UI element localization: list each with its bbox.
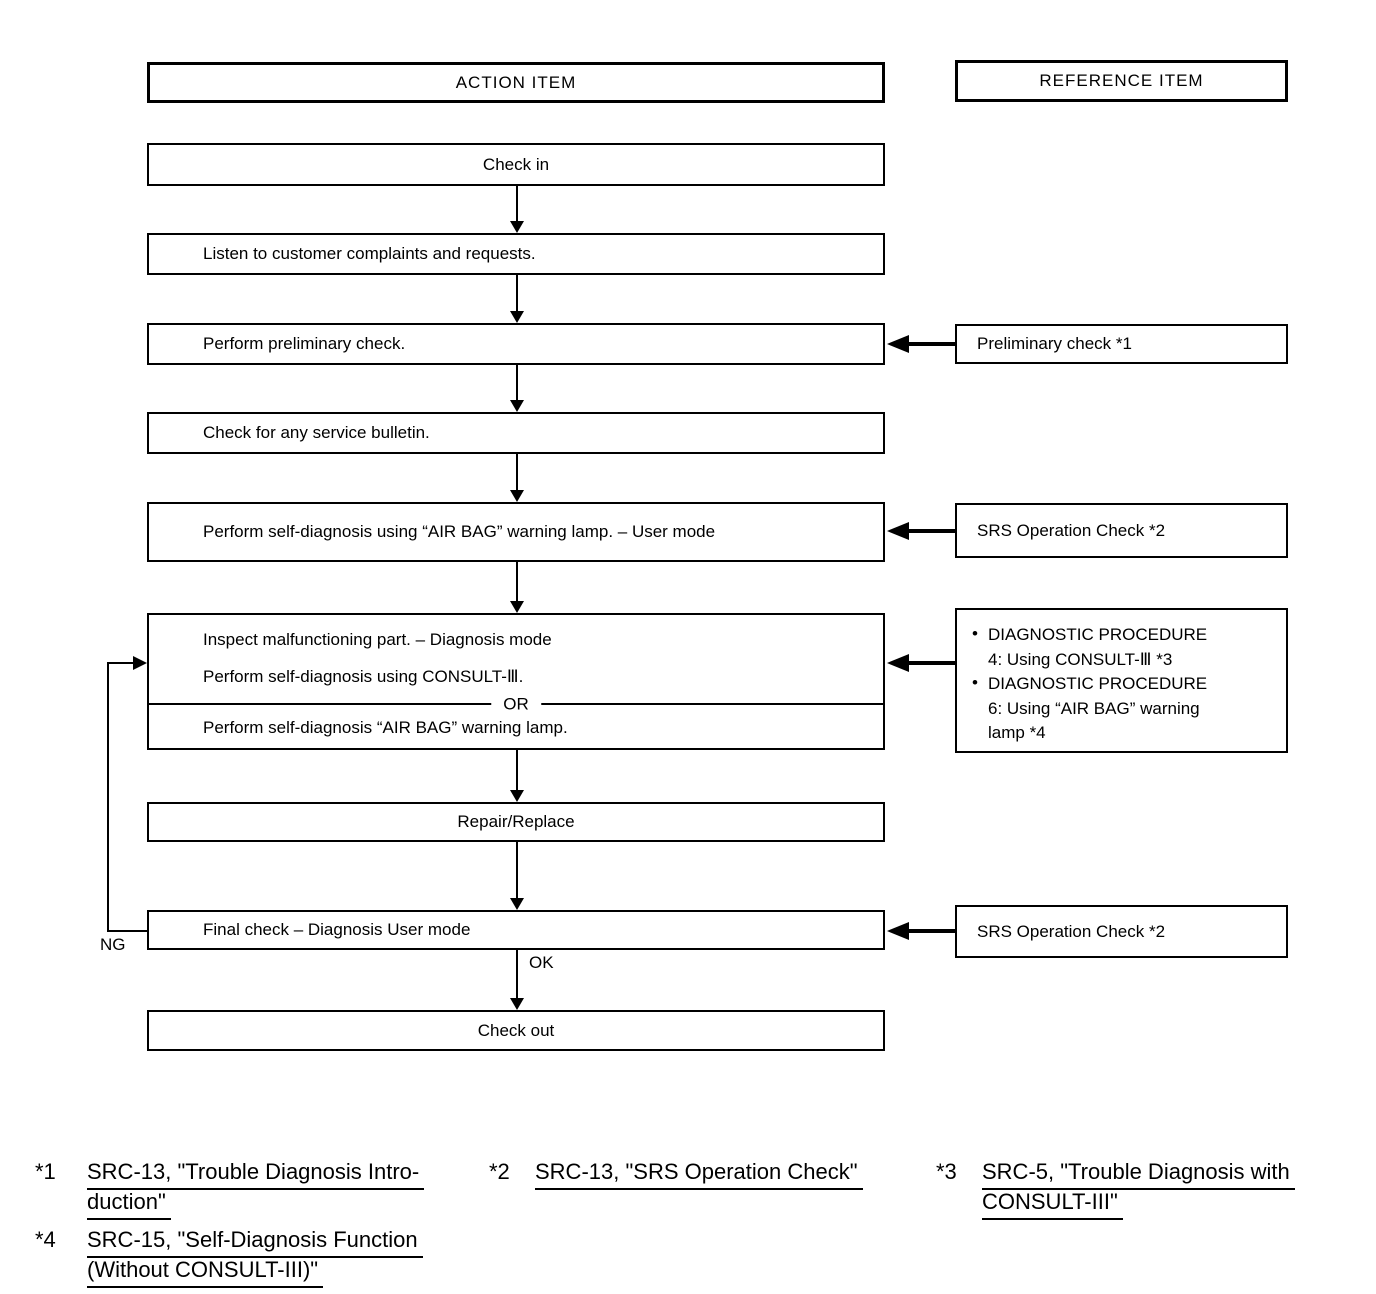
arrow-ref-srs-1 [887,522,955,540]
inspect-line-1: Inspect malfunctioning part. – Diagnosis… [203,630,552,649]
diagnostic-item-2-line-1: • DIAGNOSTIC PROCEDURE [957,672,1286,697]
bullet-icon: • [972,624,978,643]
step-self-diagnosis-user-mode: Perform self-diagnosis using “AIR BAG” w… [147,502,885,562]
ref-preliminary-check-label: Preliminary check *1 [977,334,1132,354]
ref-srs-operation-check-2: SRS Operation Check *2 [955,905,1288,958]
action-item-header: ACTION ITEM [147,62,885,103]
arrow-ref-preliminary [887,335,955,353]
step-check-out-label: Check out [477,1020,555,1040]
arrow-finalcheck-to-checkout [510,950,524,1010]
step-inspect-malfunctioning-part: Inspect malfunctioning part. – Diagnosis… [147,613,885,750]
step-preliminary-check: Perform preliminary check. [147,323,885,365]
arrow-selfdiag-to-inspect [510,562,524,613]
ng-branch-label: NG [100,935,126,955]
diagnostic-item-2-title: DIAGNOSTIC PROCEDURE [988,674,1208,693]
step-service-bulletin-label: Check for any service bulletin. [203,423,430,443]
diagnostic-item-2-line-3: lamp *4 [988,723,1046,742]
footnote-3-marker: *3 [936,1159,957,1184]
arrow-inspect-to-repair [510,750,524,802]
step-preliminary-check-label: Perform preliminary check. [203,334,406,354]
step-check-in-label: Check in [482,154,550,174]
inspect-line-3: Perform self-diagnosis “AIR BAG” warning… [203,718,568,737]
footnote-4-line-2[interactable]: (Without CONSULT-III)" [87,1255,324,1288]
arrow-listen-to-preliminary [510,275,524,323]
ref-preliminary-check: Preliminary check *1 [955,324,1288,364]
diagnostic-item-1-line-2: 4: Using CONSULT-Ⅲ *3 [988,649,1173,669]
footnote-3-line-1[interactable]: SRC-5, "Trouble Diagnosis with [982,1157,1295,1190]
ok-branch-label: OK [529,953,554,973]
footnote-1-line-2[interactable]: duction" [87,1187,171,1220]
footnote-1-marker: *1 [35,1159,56,1184]
diagnostic-item-2-line-2: 6: Using “AIR BAG” warning [988,698,1200,718]
ref-srs-operation-check-1: SRS Operation Check *2 [955,503,1288,558]
or-label: OR [491,693,541,715]
inspect-line-2: Perform self-diagnosis using CONSULT-Ⅲ. [203,667,524,686]
step-repair-replace-label: Repair/Replace [457,812,575,832]
reference-item-header-label: REFERENCE ITEM [1039,71,1204,91]
step-service-bulletin: Check for any service bulletin. [147,412,885,454]
reference-item-header: REFERENCE ITEM [955,60,1288,102]
footnote-4-marker: *4 [35,1227,56,1252]
step-repair-replace: Repair/Replace [147,802,885,842]
step-check-out: Check out [147,1010,885,1051]
arrow-ref-srs-2 [887,922,955,940]
footnote-3-line-2[interactable]: CONSULT-III" [982,1187,1123,1220]
step-final-check-label: Final check – Diagnosis User mode [203,920,471,940]
ng-loop-connector [107,656,148,932]
step-self-diagnosis-user-mode-label: Perform self-diagnosis using “AIR BAG” w… [203,522,716,542]
ref-srs-operation-check-1-label: SRS Operation Check *2 [977,520,1166,540]
step-final-check: Final check – Diagnosis User mode [147,910,885,950]
footnote-4-link[interactable]: SRC-15, "Self-Diagnosis Function (Withou… [87,1225,423,1288]
arrow-repair-to-finalcheck [510,842,524,910]
arrow-bulletin-to-selfdiag [510,454,524,502]
ref-diagnostic-procedures: • DIAGNOSTIC PROCEDURE 4: Using CONSULT-… [955,608,1288,753]
footnote-3-link[interactable]: SRC-5, "Trouble Diagnosis with CONSULT-I… [982,1157,1295,1220]
footnote-4-line-1[interactable]: SRC-15, "Self-Diagnosis Function [87,1225,423,1258]
footnote-1-line-1[interactable]: SRC-13, "Trouble Diagnosis Intro- [87,1157,425,1190]
action-item-header-label: ACTION ITEM [455,72,577,92]
footnote-1-link[interactable]: SRC-13, "Trouble Diagnosis Intro- ductio… [87,1157,425,1220]
step-listen-complaints: Listen to customer complaints and reques… [147,233,885,275]
footnote-2-link[interactable]: SRC-13, "SRS Operation Check" [535,1157,863,1190]
arrow-ref-diagnostic [887,654,955,672]
step-listen-complaints-label: Listen to customer complaints and reques… [203,244,536,264]
step-check-in: Check in [147,143,885,186]
diagnostic-item-1-title: DIAGNOSTIC PROCEDURE [988,625,1208,644]
footnote-2-line-1[interactable]: SRC-13, "SRS Operation Check" [535,1157,863,1190]
arrow-preliminary-to-bulletin [510,365,524,412]
bullet-icon: • [972,673,978,692]
arrow-checkin-to-listen [510,186,524,233]
footnote-2-marker: *2 [489,1159,510,1184]
ref-srs-operation-check-2-label: SRS Operation Check *2 [977,921,1166,941]
diagnostic-item-1-line-1: • DIAGNOSTIC PROCEDURE [957,623,1286,648]
